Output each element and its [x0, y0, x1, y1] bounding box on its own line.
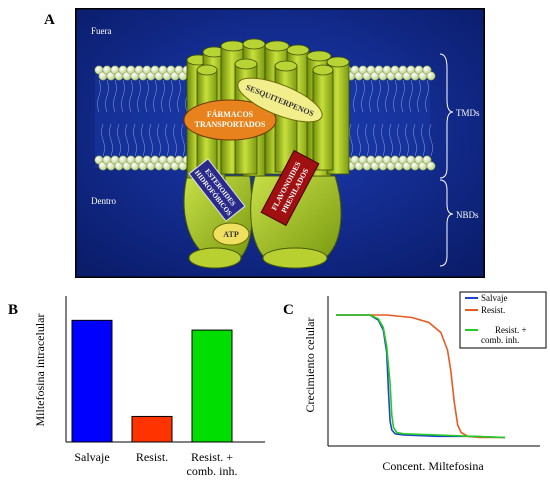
lipid-tail [101, 123, 105, 157]
panel-a-letter: A [44, 12, 55, 28]
lipid-tail [149, 123, 153, 157]
lipid-tail [409, 79, 413, 113]
lipid-tail [137, 79, 141, 113]
lipid-tail [413, 123, 417, 157]
lipid-tail [133, 123, 137, 157]
drugs-label-2: TRANSPORTADOS [195, 120, 266, 129]
category-label: Resist. + [191, 450, 233, 464]
lipid-tail [417, 79, 421, 113]
bar-2 [131, 415, 173, 443]
legend-label: Resist. [481, 305, 505, 315]
lipid-tail [117, 123, 121, 157]
lipid-tail [129, 79, 133, 113]
panel-c-ylabel: Crecimiento celular [303, 318, 317, 413]
lipid-tail [373, 123, 377, 157]
bar-3 [191, 329, 233, 443]
lipid-tail [153, 79, 157, 113]
lipid-tail [425, 79, 429, 113]
lipid-tail [125, 123, 129, 157]
nbd-label: NBDs [456, 210, 479, 220]
panel-b-letter: B [8, 302, 19, 318]
tmd-label: TMDs [456, 108, 480, 118]
lipid-tail [181, 123, 185, 157]
panel-a-diagram: FÁRMACOS TRANSPORTADOS SESQUITERPENOS ES… [75, 8, 485, 278]
legend-label: comb. inh. [481, 335, 519, 345]
outside-label: Fuera [91, 26, 112, 36]
panel-c-xlabel: Concent. Miltefosina [382, 459, 484, 473]
legend-label: Resist. + [495, 325, 527, 335]
panel-c-letter: C [283, 302, 294, 318]
lipid-tail [113, 79, 117, 113]
inside-label: Dentro [91, 196, 116, 206]
lipid-tail [165, 123, 169, 157]
lipid-tail [145, 79, 149, 113]
lipid-tail [105, 79, 109, 113]
lipid-tail [365, 123, 369, 157]
panel-c-chart: Crecimiento celular Concent. Miltefosina… [303, 291, 547, 473]
tm-helix [312, 64, 334, 171]
lipid-tail [429, 123, 433, 157]
category-label: comb. inh. [187, 464, 238, 478]
panel-b-ylabel: Miltefosina intracelular [33, 314, 47, 427]
lipid-tail [121, 79, 125, 113]
category-label: Salvaje [74, 450, 109, 464]
legend-label: Salvaje [481, 293, 508, 303]
lipid-tail [381, 123, 385, 157]
lipid-tail [161, 79, 165, 113]
atp-site: ATP [212, 222, 250, 246]
bar-1 [71, 319, 113, 443]
lipid-tail [177, 79, 181, 113]
drugs-label-1: FÁRMACOS [207, 109, 254, 119]
atp-label: ATP [223, 230, 239, 239]
lipid-tail [353, 79, 357, 113]
lipid-tail [169, 79, 173, 113]
series-line-3 [336, 314, 506, 439]
lipid-tail [377, 79, 381, 113]
lipid-tail [369, 79, 373, 113]
lipid-tail [393, 79, 397, 113]
category-label: Resist. [136, 450, 168, 464]
lipid-tail [405, 123, 409, 157]
lipid-tail [401, 79, 405, 113]
lipid-tail [385, 79, 389, 113]
lipid-tail [97, 79, 101, 113]
lipid-tail [361, 79, 365, 113]
tmd-brace [439, 53, 454, 179]
nbd-brace [439, 179, 454, 267]
lipid-tail [157, 123, 161, 157]
lipid-tail [109, 123, 113, 157]
lipid-tail [349, 123, 353, 157]
lipid-tail [357, 123, 361, 157]
drugs-site: FÁRMACOS TRANSPORTADOS [183, 99, 277, 141]
panel-b-chart: Miltefosina intracelular Salvaje Resist. R… [33, 296, 265, 478]
lipid-tail [421, 123, 425, 157]
lipid-tail [397, 123, 401, 157]
lipid-tail [173, 123, 177, 157]
lipid-tail [141, 123, 145, 157]
lipid-tail [389, 123, 393, 157]
